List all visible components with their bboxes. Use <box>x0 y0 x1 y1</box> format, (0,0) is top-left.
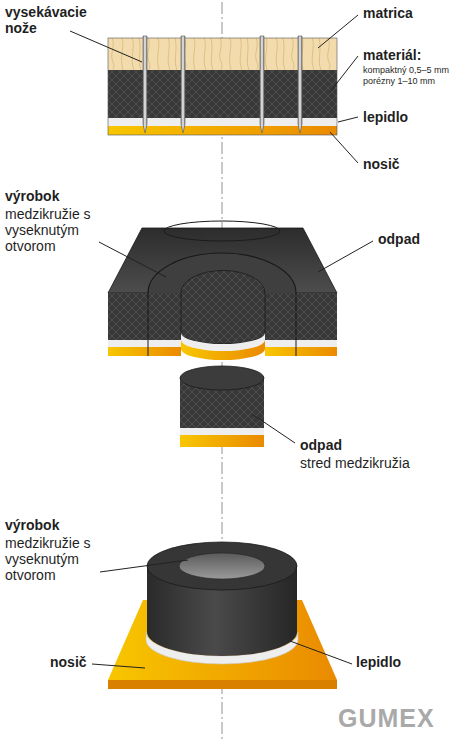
adhesive-layer <box>108 340 181 347</box>
part-label: odpad <box>300 437 342 453</box>
slab-top-mark <box>164 221 280 241</box>
leader-line <box>252 414 295 443</box>
adhesive-layer <box>265 340 337 347</box>
adhesive-layer <box>180 428 264 435</box>
part-description: medzikružie s vyseknutým otvorom <box>5 535 95 583</box>
cutting-knife <box>298 36 302 133</box>
cutting-knife <box>143 36 147 133</box>
part-label: matrica <box>363 5 413 21</box>
spec-note: kompaktný 0,5–5 mm <box>363 65 449 75</box>
hole-wall <box>181 270 265 344</box>
spec-note: porézny 1–10 mm <box>363 76 435 86</box>
leader-line <box>290 641 352 664</box>
part-label: nosič <box>363 156 400 172</box>
part-label: odpad <box>378 231 420 247</box>
carrier-layer <box>108 347 181 356</box>
carrier-edge <box>108 680 337 689</box>
watermark: GUMEX <box>338 704 435 733</box>
leader-line <box>99 242 166 277</box>
waste-slab <box>108 221 337 360</box>
hole-carrier <box>181 340 265 360</box>
leader-line <box>70 31 142 62</box>
adhesive-layer <box>108 118 337 126</box>
product <box>108 542 337 689</box>
part-label: lepidlo <box>356 654 401 670</box>
stack-outline <box>108 38 337 135</box>
slab-front <box>265 293 337 340</box>
ring-top <box>147 542 297 590</box>
leader-line <box>92 664 145 668</box>
carrier-layer <box>265 347 337 356</box>
leader-line <box>330 56 358 92</box>
die-matrix <box>108 38 337 70</box>
cut-line <box>296 293 297 356</box>
part-label: lepidlo <box>363 109 408 125</box>
part-label: výrobok <box>5 517 59 533</box>
cutting-knife <box>260 36 264 133</box>
carrier-layer <box>180 435 264 447</box>
part-description: stred medzikružia <box>300 455 410 471</box>
material-layer <box>108 70 337 118</box>
leader-line <box>100 560 188 572</box>
slab-front <box>108 293 181 340</box>
leader-lines <box>70 15 373 668</box>
leader-line <box>338 117 358 122</box>
cut-line <box>148 293 149 356</box>
leader-line <box>318 241 373 272</box>
leader-line <box>318 15 358 48</box>
center-waste <box>180 366 264 447</box>
cutting-knife <box>181 36 185 133</box>
part-description: medzikružie s vyseknutým otvorom <box>5 206 95 254</box>
core-top <box>180 366 264 390</box>
leader-line <box>330 132 358 163</box>
part-label: nosič <box>50 654 87 670</box>
ring-hole <box>179 553 265 579</box>
die-stack <box>108 36 337 135</box>
carrier-layer <box>108 126 337 135</box>
part-label: materiál: <box>363 47 421 63</box>
part-label: výrobok <box>5 188 59 204</box>
knife-label: vysekávacie nože <box>5 4 110 36</box>
